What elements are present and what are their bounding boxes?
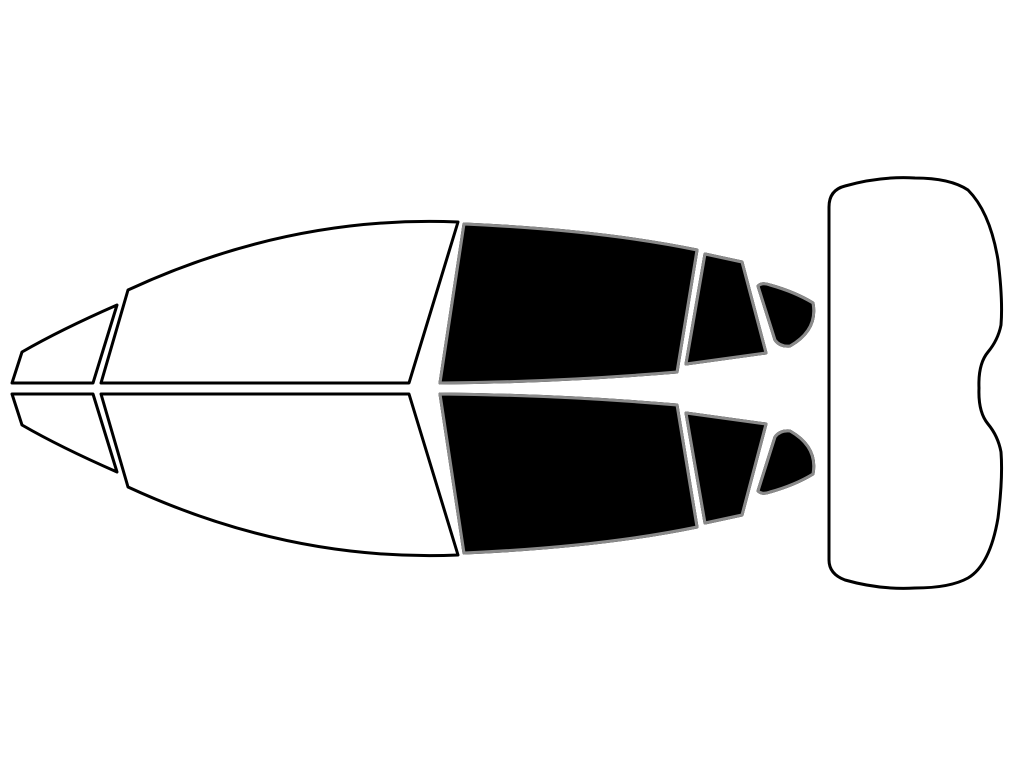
left-rear-small-window-inner-line [756, 282, 816, 348]
right-rear-small-window-inner-line [756, 429, 816, 495]
right-rear-quarter-window-inner-line [684, 411, 768, 525]
right-front-door-window [99, 392, 460, 558]
left-front-door-window [99, 219, 460, 385]
left-rear-door-window [438, 222, 699, 385]
left-rear-quarter-window-inner-line [684, 252, 768, 366]
right-rear-door-window [438, 392, 699, 555]
left-vent-window [10, 303, 119, 385]
left-rear-door-window-inner-line [438, 222, 699, 385]
right-rear-door-window-inner-line [438, 392, 699, 555]
rear-windshield [827, 176, 1004, 590]
right-vent-window [10, 392, 119, 474]
